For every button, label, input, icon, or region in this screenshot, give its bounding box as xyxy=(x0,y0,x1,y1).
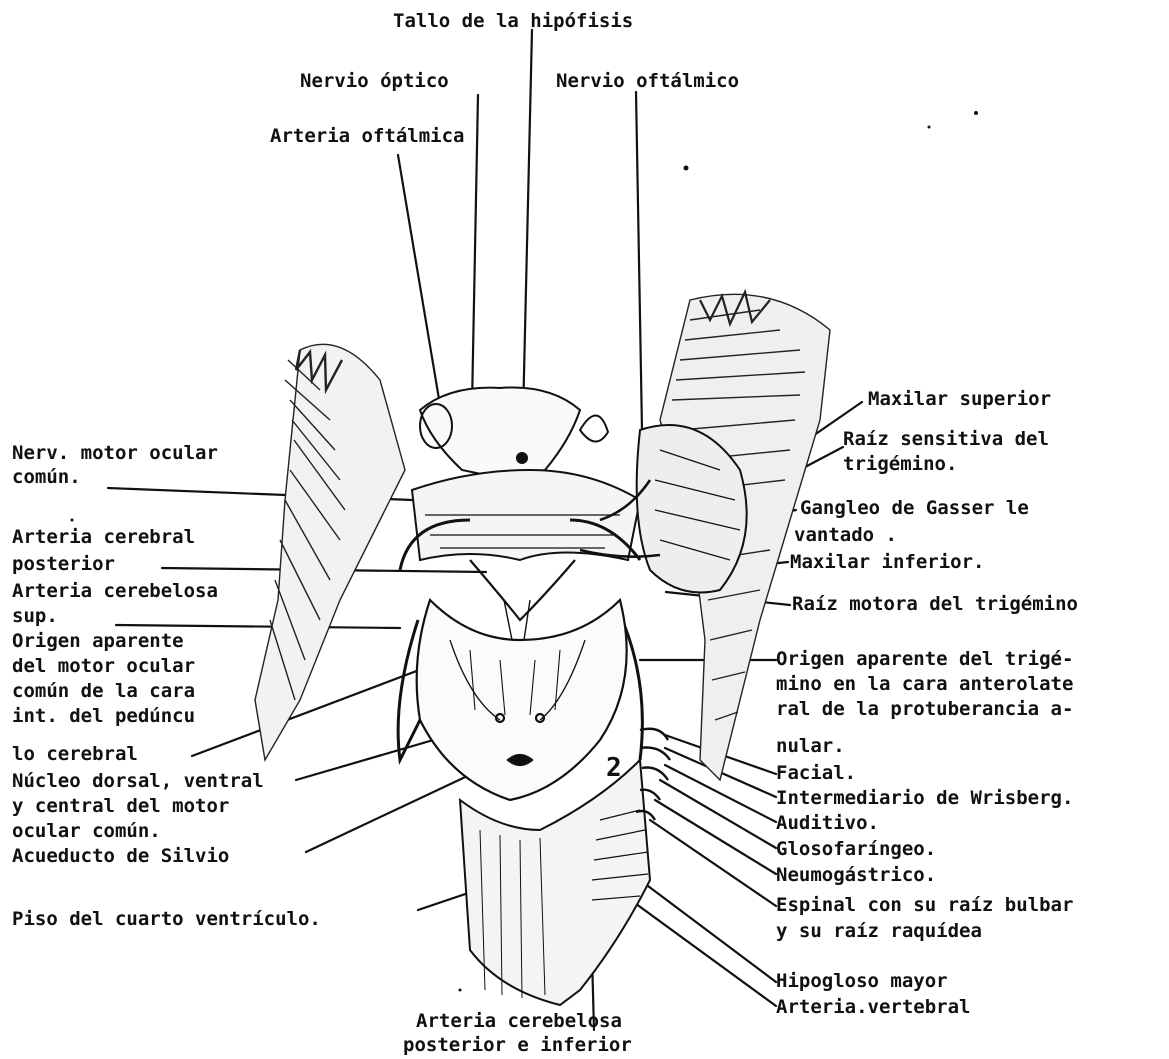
label-espinal: Espinal con su raíz bulbar xyxy=(776,894,1073,916)
label-arteria-cerebelosa-post: Arteria cerebelosa xyxy=(416,1010,622,1032)
label-raiz-motora: Raíz motora del trigémino xyxy=(792,593,1078,615)
label-espinal-2: y su raíz raquídea xyxy=(776,920,982,942)
region-number: 2 xyxy=(606,757,622,779)
label-auditivo: Auditivo. xyxy=(776,812,879,834)
label-gangleo-gasser-2: vantado . xyxy=(794,524,897,546)
leader-nervio-optico xyxy=(472,95,478,405)
leader-arteria-vertebral xyxy=(628,898,776,1006)
midbrain-section xyxy=(417,600,627,800)
leader-art-cerebelosa-sup xyxy=(116,625,400,628)
label-maxilar-inferior: Maxilar inferior. xyxy=(790,551,984,573)
label-nucleo-3: ocular común. xyxy=(12,820,161,842)
leader-arteria-oftalmica xyxy=(398,155,440,405)
leader-hipogloso xyxy=(640,880,776,982)
sella-region xyxy=(420,387,608,478)
label-nucleo-2: y central del motor xyxy=(12,795,229,817)
label-origen-trigemino: Origen aparente del trigé- xyxy=(776,648,1073,670)
label-origen-trigemino-3: ral de la protuberancia a- xyxy=(776,698,1073,720)
label-arteria-cerebelosa-post-2: posterior e inferior xyxy=(403,1034,632,1056)
label-arteria-cerebelosa-sup: Arteria cerebelosa xyxy=(12,580,218,602)
brainstem-lower xyxy=(460,760,650,1005)
label-raiz-sensitiva-2: trigémino. xyxy=(843,453,957,475)
label-maxilar-superior: Maxilar superior xyxy=(868,388,1051,410)
label-raiz-sensitiva: Raíz sensitiva del xyxy=(843,428,1049,450)
label-nerv-motor-ocular: Nerv. motor ocular xyxy=(12,442,218,464)
label-arteria-cerebelosa-sup-2: sup. xyxy=(12,605,58,627)
leader-nervio-oftalmico xyxy=(636,92,642,430)
label-origen-trigemino-4: nular. xyxy=(776,735,845,757)
label-origen-motor: Origen aparente xyxy=(12,630,184,652)
label-arteria-oftalmica: Arteria oftálmica xyxy=(270,125,464,147)
label-tallo-hipofisis: Tallo de la hipófisis xyxy=(393,10,633,32)
label-origen-motor-4: int. del pedúncu xyxy=(12,705,195,727)
label-origen-motor-3: común de la cara xyxy=(12,680,195,702)
label-facial: Facial. xyxy=(776,762,856,784)
label-acueducto: Acueducto de Silvio xyxy=(12,845,229,867)
label-nerv-motor-ocular-2: común. xyxy=(12,466,81,488)
label-arteria-vertebral: Arteria.vertebral xyxy=(776,996,970,1018)
label-hipogloso: Hipogloso mayor xyxy=(776,970,948,992)
label-nervio-optico: Nervio óptico xyxy=(300,70,449,92)
label-origen-motor-5: lo cerebral xyxy=(12,743,138,765)
label-intermediario: Intermediario de Wrisberg. xyxy=(776,787,1073,809)
label-arteria-cerebral-2: posterior xyxy=(12,553,115,575)
label-piso-cuarto-ventriculo: Piso del cuarto ventrículo. xyxy=(12,908,321,930)
left-wing xyxy=(255,344,405,760)
label-arteria-cerebral: Arteria cerebral xyxy=(12,526,195,548)
label-gangleo-gasser: Gangleo de Gasser le xyxy=(800,497,1029,519)
label-origen-trigemino-2: mino en la cara anterolate xyxy=(776,673,1073,695)
label-neumogastrico: Neumogástrico. xyxy=(776,864,936,886)
label-nervio-oftalmico: Nervio oftálmico xyxy=(556,70,739,92)
label-glosofaringeo: Glosofaríngeo. xyxy=(776,838,936,860)
label-nucleo: Núcleo dorsal, ventral xyxy=(12,770,264,792)
label-origen-motor-2: del motor ocular xyxy=(12,655,195,677)
